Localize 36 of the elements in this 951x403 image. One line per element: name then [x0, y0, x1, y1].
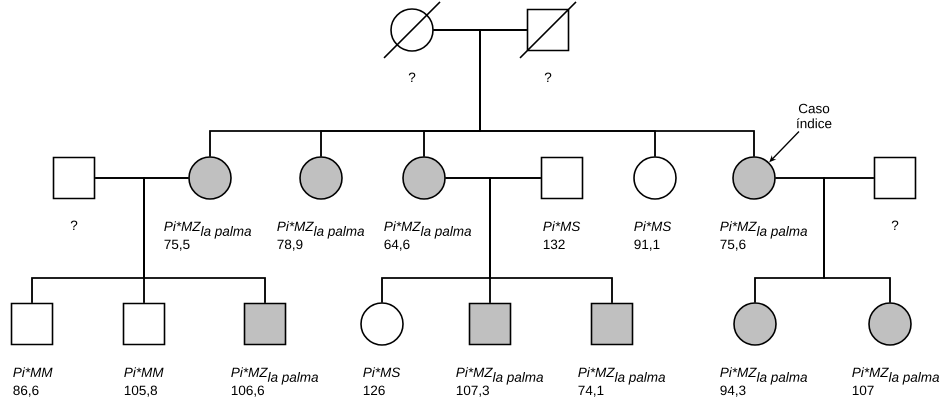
genotype-label: $\textit{Pi*MZ}_{\textit{la palma}}$: [720, 221, 808, 239]
genotype-label: $\textit{Pi*MZ}_{\textit{la palma}}$: [578, 367, 666, 385]
level-value: 75,6: [720, 240, 746, 251]
level-value: 75,5: [164, 240, 190, 251]
question-mark: ?: [408, 72, 416, 82]
descent-line: [489, 177, 613, 303]
level-value: 107: [852, 386, 874, 396]
level-value: 91,1: [634, 240, 660, 251]
level-value: 132: [544, 240, 565, 250]
level-value: 106,6: [232, 386, 264, 397]
level-value: 94,3: [720, 386, 746, 397]
question-mark: ?: [544, 72, 552, 82]
genotype-label: Pi*MM: [124, 367, 164, 377]
genotype-label: Pi*MS: [634, 221, 672, 232]
level-value: 86,6: [13, 386, 38, 397]
callout-text: Caso índice: [796, 104, 832, 128]
level-value: 78,9: [278, 240, 302, 251]
descent-line: [823, 177, 891, 302]
genotype-label: $\textit{Pi*MZ}_{\textit{la palma}}$: [456, 367, 544, 385]
genotype-label: $\textit{Pi*MZ}_{\textit{la palma}}$: [231, 367, 318, 385]
genotype-label: $\textit{Pi*MZ}_{\textit{la palma}}$: [164, 221, 252, 239]
genotype-label: Pi*MM: [13, 367, 53, 377]
genotype-label: $\textit{Pi*MZ}_{\textit{la palma}}$: [720, 367, 808, 385]
genotype-label: Pi*MS: [543, 221, 580, 232]
genotype-label: $\textit{Pi*MZ}_{\textit{la palma}}$: [852, 367, 940, 385]
level-value: 64,6: [384, 240, 410, 251]
question-mark: ?: [892, 220, 898, 230]
level-value: 107,3: [456, 386, 489, 397]
question-mark: ?: [70, 220, 78, 230]
level-value: 74,1: [578, 386, 604, 397]
level-value: 126: [364, 386, 385, 396]
genotype-label: $\textit{Pi*MZ}_{\textit{la palma}}$: [277, 221, 364, 239]
genotype-label: Pi*MS: [363, 367, 400, 378]
descent-line: [143, 177, 266, 303]
genotype-label: $\textit{Pi*MZ}_{\textit{la palma}}$: [384, 221, 472, 239]
level-value: 105,8: [124, 386, 157, 397]
